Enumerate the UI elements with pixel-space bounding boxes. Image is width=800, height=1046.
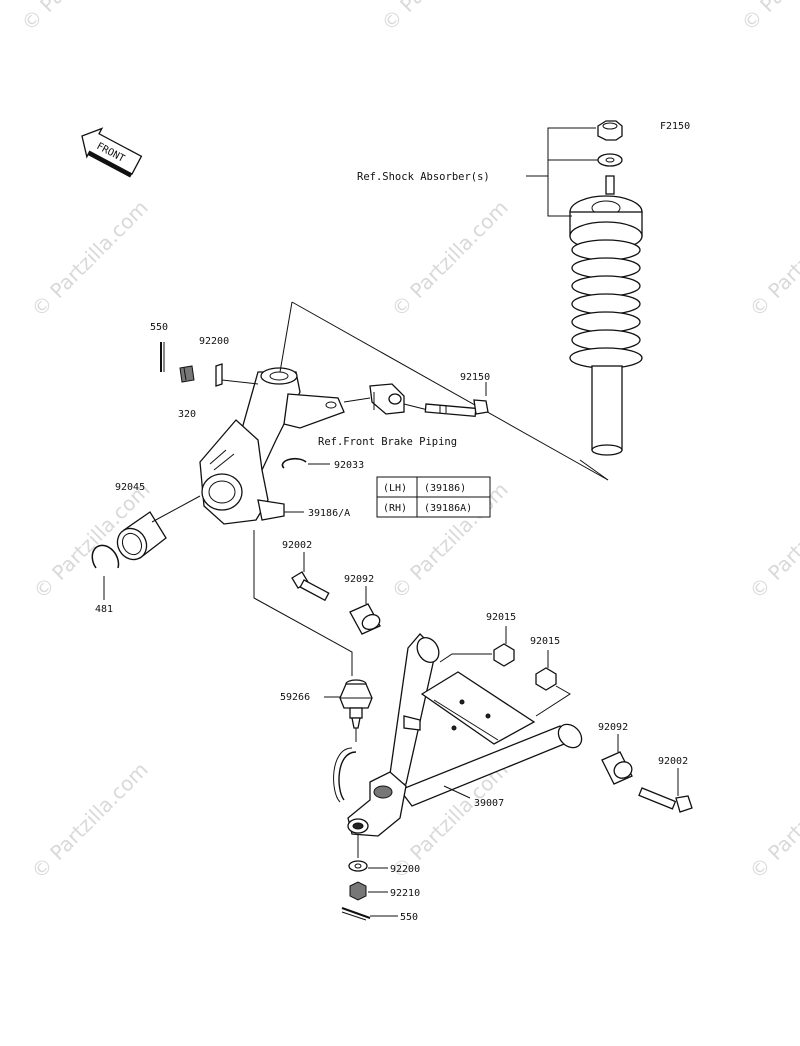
label-550-bottom: 550 [400, 912, 418, 923]
label-320: 320 [178, 409, 196, 420]
label-39007: 39007 [474, 798, 504, 809]
leader-line [253, 530, 353, 676]
bolt-92002-right [638, 787, 693, 813]
leader-line [579, 459, 609, 481]
label-92200-top: 92200 [199, 336, 229, 347]
label-92002-left: 92002 [282, 540, 312, 551]
shock-absorber [526, 120, 643, 456]
label-92200-bottom: 92200 [390, 864, 420, 875]
watermark: © Partzilla.com [745, 477, 800, 603]
snap-ring-481 [91, 544, 120, 569]
watermark: © Partzilla.com [745, 195, 800, 321]
nut-92015-a [493, 643, 515, 667]
collar-92092-left [349, 603, 381, 635]
ref-shock-absorber-label: Ref.Shock Absorber(s) [357, 171, 490, 183]
a-arm-39007 [333, 633, 583, 837]
leader-line [279, 301, 293, 373]
label-92015-b: 92015 [530, 636, 560, 647]
table-side-rh: (RH) [383, 503, 407, 514]
leader-line [343, 397, 371, 403]
washer-92200-bottom [348, 860, 368, 872]
washer-92200-top [215, 363, 259, 387]
watermark: © Partzilla.com [377, 0, 503, 36]
front-arrow-icon: FRONT [81, 127, 143, 178]
part-labels: 550 92200 320 92150 92033 92045 39186/A … [95, 322, 688, 923]
watermark: © Partzilla.com [737, 0, 800, 36]
leader-line [291, 301, 609, 481]
label-92150: 92150 [460, 372, 490, 383]
bolt-92150 [424, 399, 489, 418]
label-92092-right: 92092 [598, 722, 628, 733]
table-part-lh: (39186) [424, 483, 466, 494]
cotter-pin-550-top [160, 342, 165, 372]
label-92210: 92210 [390, 888, 420, 899]
ball-joint-59266 [339, 679, 373, 729]
label-481: 481 [95, 604, 113, 615]
cotter-pin-550-bottom [341, 907, 371, 921]
label-92015-a: 92015 [486, 612, 516, 623]
label-92092-left: 92092 [344, 574, 374, 585]
watermark: © Partzilla.com [387, 195, 513, 321]
label-39186a: 39186/A [308, 508, 350, 519]
circlip-92033 [281, 457, 307, 469]
ref-front-brake-piping-label: Ref.Front Brake Piping [318, 436, 457, 448]
table-part-rh: (39186A) [424, 503, 472, 514]
bearing-92045 [116, 495, 201, 561]
nut-92015-b [535, 667, 557, 691]
leader-line [403, 403, 429, 411]
watermark: © Partzilla.com [745, 757, 800, 883]
table-side-lh: (LH) [383, 483, 407, 494]
label-59266: 59266 [280, 692, 310, 703]
nut-92210 [349, 881, 367, 901]
watermark: © Partzilla.com [27, 757, 153, 883]
collar-92092-right [601, 751, 633, 785]
figure-code: F2150 [660, 121, 690, 132]
label-92002-right: 92002 [658, 756, 688, 767]
bolt-92002-left [291, 571, 330, 602]
steering-knuckle [199, 367, 345, 525]
side-table: (LH) (39186) (RH) (39186A) [376, 476, 491, 518]
label-550-top: 550 [150, 322, 168, 333]
watermark: © Partzilla.com [27, 195, 153, 321]
watermark: © Partzilla.com [17, 0, 143, 36]
label-92045: 92045 [115, 482, 145, 493]
nut-320 [179, 365, 195, 383]
brake-line-bracket [369, 383, 405, 415]
label-92033: 92033 [334, 460, 364, 471]
